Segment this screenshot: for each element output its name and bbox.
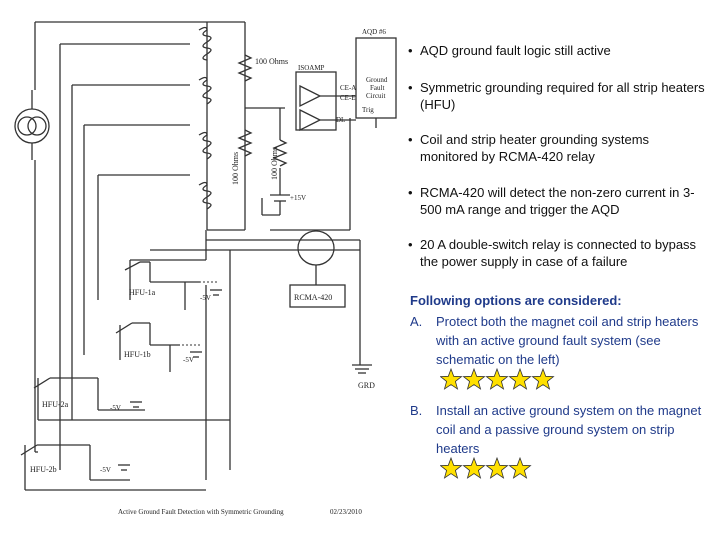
bullet-symbol: • bbox=[408, 80, 413, 95]
hfu2b-label: HFU-2b bbox=[30, 465, 57, 474]
aqd-trig-label: Trig bbox=[362, 106, 374, 114]
resistor-label-left: 100 Ohms bbox=[231, 152, 240, 185]
aqd-label: AQD #6 bbox=[362, 28, 386, 36]
option-letter: B. bbox=[410, 403, 423, 418]
minus5v-label-2: -5V bbox=[183, 356, 194, 364]
dl-label: DL bbox=[336, 116, 345, 124]
bullet-symbol: • bbox=[408, 43, 413, 58]
bullet-1: • AQD ground fault logic still active bbox=[408, 42, 708, 59]
bullet-text: 20 A double-switch relay is connected to… bbox=[420, 237, 697, 269]
star-icon bbox=[508, 368, 532, 390]
hfu1a-label: HFU-1a bbox=[129, 288, 156, 297]
hfu2a-label: HFU-2a bbox=[42, 400, 69, 409]
bullet-2: • Symmetric grounding required for all s… bbox=[408, 79, 708, 113]
minus5v-label-4: -5V bbox=[100, 466, 111, 474]
option-a-rating bbox=[440, 368, 555, 390]
aqd-fault-label: Fault bbox=[370, 84, 384, 92]
bullet-4: • RCMA-420 will detect the non-zero curr… bbox=[408, 184, 708, 218]
bullet-text: RCMA-420 will detect the non-zero curren… bbox=[420, 185, 695, 217]
option-a: A. Protect both the magnet coil and stri… bbox=[410, 312, 710, 369]
option-b: B. Install an active ground system on th… bbox=[410, 401, 710, 458]
option-b-rating bbox=[440, 457, 532, 479]
option-text: Install an active ground system on the m… bbox=[436, 403, 702, 456]
ce-a-label: CE-A bbox=[340, 84, 356, 92]
isoamp-label: ISOAMP bbox=[298, 64, 325, 72]
plus15v-label: +15V bbox=[290, 194, 306, 202]
star-icon bbox=[485, 457, 509, 479]
resistor-label-top: 100 Ohms bbox=[255, 57, 288, 66]
bullet-text: Coil and strip heater grounding systems … bbox=[420, 132, 650, 164]
minus5v-label-3: -5V bbox=[110, 404, 121, 412]
bullet-text: AQD ground fault logic still active bbox=[420, 43, 611, 58]
star-icon bbox=[531, 368, 555, 390]
star-icon bbox=[462, 457, 486, 479]
star-icon bbox=[440, 368, 463, 390]
hfu1b-label: HFU-1b bbox=[124, 350, 151, 359]
bullet-symbol: • bbox=[408, 185, 413, 200]
schematic-date: 02/23/2010 bbox=[330, 508, 362, 516]
bullet-3: • Coil and strip heater grounding system… bbox=[408, 131, 708, 165]
option-letter: A. bbox=[410, 314, 423, 329]
schematic-caption: Active Ground Fault Detection with Symme… bbox=[118, 508, 284, 516]
text-panel: • AQD ground fault logic still active • … bbox=[400, 0, 720, 540]
bullet-symbol: • bbox=[408, 132, 413, 147]
bullet-symbol: • bbox=[408, 237, 413, 252]
rcma-label: RCMA-420 bbox=[294, 293, 332, 302]
grd-label: GRD bbox=[358, 381, 375, 390]
ce-e-label: CE-E bbox=[340, 94, 356, 102]
options-heading: Following options are considered: bbox=[410, 293, 622, 308]
resistor-label-right: 100 Ohms bbox=[270, 147, 279, 180]
aqd-ground-label: Ground bbox=[366, 76, 388, 84]
star-icon bbox=[440, 457, 463, 479]
star-icon bbox=[508, 457, 532, 479]
bullet-5: • 20 A double-switch relay is connected … bbox=[408, 236, 708, 270]
bullet-text: Symmetric grounding required for all str… bbox=[420, 80, 705, 112]
minus5v-label-1: -5V bbox=[200, 294, 211, 302]
star-icon bbox=[462, 368, 486, 390]
option-text: Protect both the magnet coil and strip h… bbox=[436, 314, 699, 367]
ground-fault-schematic: AQD #6 100 Ohms ISOAMP Ground Fault Circ… bbox=[14, 21, 397, 516]
aqd-circuit-label: Circuit bbox=[366, 92, 385, 100]
star-icon bbox=[485, 368, 509, 390]
